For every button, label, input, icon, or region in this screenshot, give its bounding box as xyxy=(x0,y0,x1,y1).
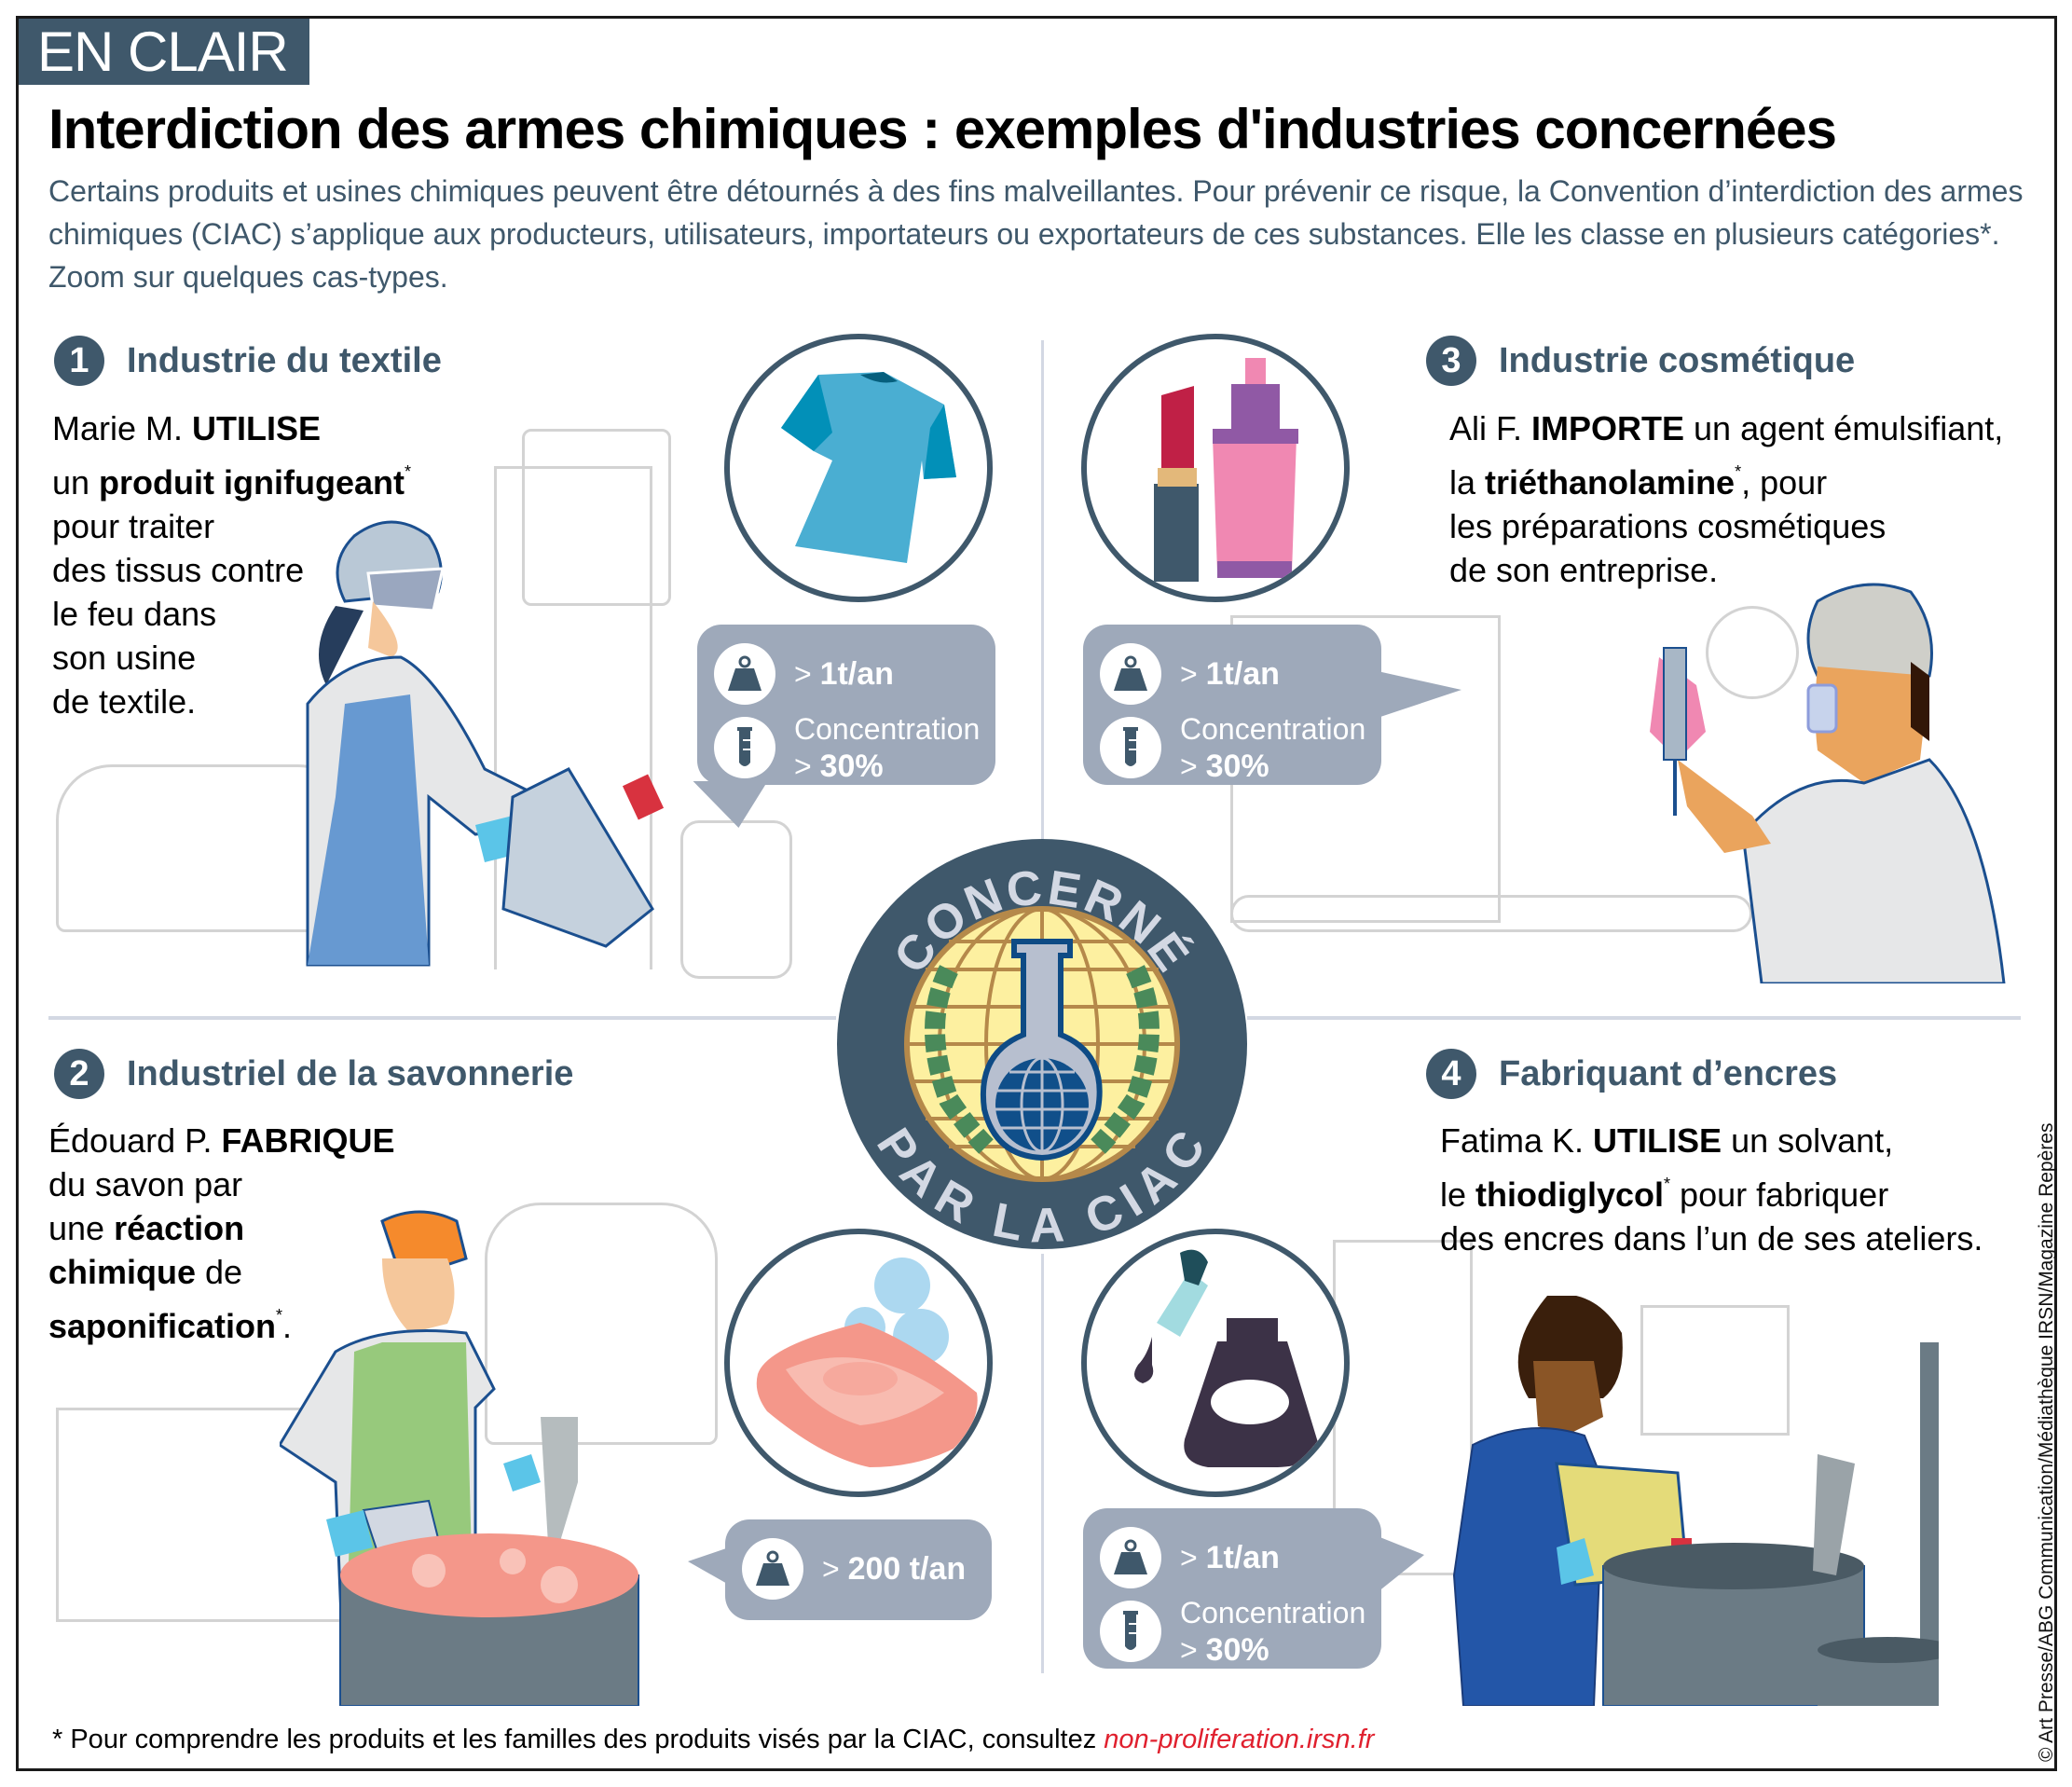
vertical-divider-bottom xyxy=(1041,1254,1044,1673)
control-panel-outline xyxy=(1640,1305,1790,1436)
page-title: Interdiction des armes chimiques : exemp… xyxy=(48,98,1837,160)
criteria-row-concentration: Concentration> 30% xyxy=(1100,1594,1365,1669)
criteria-row-weight: > 1t/an xyxy=(714,643,894,705)
bubble-tail xyxy=(1378,1536,1424,1592)
soap-worker-illustration xyxy=(277,1203,671,1711)
criteria-row-concentration: Concentration> 30% xyxy=(1100,710,1365,785)
section-4-header: 4 Fabriquant d’encres xyxy=(1426,1049,1837,1099)
spool-outline xyxy=(522,429,671,606)
section-3-number: 3 xyxy=(1426,336,1476,386)
ciac-badge: CONCERNÉ PAR LA CIAC xyxy=(837,839,1247,1253)
product-circle-cosmetics xyxy=(1081,334,1350,602)
section-2-header: 2 Industriel de la savonnerie xyxy=(54,1049,573,1099)
pressure-gauge-outline xyxy=(1706,606,1799,699)
section-1-title: Industrie du textile xyxy=(127,340,442,380)
section-4-title: Fabriquant d’encres xyxy=(1499,1053,1838,1093)
fabric-roll-outline xyxy=(680,820,792,979)
criteria-row-weight: > 1t/an xyxy=(1100,643,1280,705)
t-shirt-icon xyxy=(781,372,956,563)
footnote: * Pour comprendre les produits et les fa… xyxy=(52,1725,1374,1755)
infographic-frame xyxy=(16,16,2057,1771)
test-tube-icon xyxy=(1100,1601,1161,1662)
soap-icon xyxy=(756,1258,978,1467)
test-tube-icon xyxy=(714,717,775,778)
irsn-link[interactable]: non-proliferation.irsn.fr xyxy=(1104,1725,1375,1754)
bubble-tail xyxy=(688,1547,729,1585)
section-3-title: Industrie cosmétique xyxy=(1499,340,1856,380)
conveyor-outline xyxy=(1230,895,1752,932)
laurel-right-icon xyxy=(1091,965,1159,1154)
photo-credit: © Art Presse/ABG Communication/Médiathèq… xyxy=(2036,1122,2057,1762)
section-1-number: 1 xyxy=(54,336,104,386)
test-tube-icon xyxy=(1100,717,1161,778)
weight-icon xyxy=(1100,1527,1161,1588)
criteria-bubble-1: > 1t/an Concentration> 30% xyxy=(693,625,995,828)
horizontal-divider-left xyxy=(48,1016,836,1020)
laurel-left-icon xyxy=(925,965,994,1154)
ink-bottle-icon xyxy=(1134,1249,1320,1467)
criteria-bubble-4: > 1t/an Concentration> 30% xyxy=(1083,1508,1424,1669)
section-2-number: 2 xyxy=(54,1049,104,1099)
horizontal-divider-right xyxy=(1247,1016,2021,1020)
product-circle-ink xyxy=(1081,1229,1350,1497)
vertical-divider-top xyxy=(1041,340,1044,983)
section-tag: EN CLAIR xyxy=(19,19,309,85)
tank-outline xyxy=(485,1203,718,1445)
section-2-title: Industriel de la savonnerie xyxy=(127,1053,574,1093)
section-4-number: 4 xyxy=(1426,1049,1476,1099)
footnote-text: * Pour comprendre les produits et les fa… xyxy=(52,1725,1105,1754)
product-circle-tshirt xyxy=(724,334,993,602)
shelf-outline xyxy=(494,466,652,969)
criteria-bubble-2: > 200 t/an xyxy=(688,1519,992,1620)
criteria-row-weight: > 1t/an xyxy=(1100,1527,1280,1588)
section-1-description: Marie M. UTILISE un produit ignifugeant*… xyxy=(52,409,411,721)
lipstick-perfume-icon xyxy=(1154,358,1298,582)
intro-paragraph: Certains produits et usines chimiques pe… xyxy=(48,174,2024,294)
criteria-bubble-3: > 1t/an Concentration> 30% xyxy=(1083,625,1461,785)
textile-worker-illustration xyxy=(270,517,690,979)
weight-icon xyxy=(1100,643,1161,705)
bubble-tail xyxy=(1378,671,1461,718)
section-4-description: Fatima K. UTILISE un solvant, le thiodig… xyxy=(1440,1121,1983,1258)
section-2-description: Édouard P. FABRIQUE du savon par une réa… xyxy=(48,1121,395,1345)
criteria-row-weight: > 200 t/an xyxy=(742,1538,966,1600)
section-3-header: 3 Industrie cosmétique xyxy=(1426,336,1855,386)
cosmetics-worker-illustration xyxy=(1631,573,2041,988)
section-3-description: Ali F. IMPORTE un agent émulsifiant, la … xyxy=(1449,409,2004,589)
weight-icon xyxy=(714,643,775,705)
ink-worker-illustration xyxy=(1445,1294,1957,1711)
product-circle-soap xyxy=(724,1229,993,1497)
criteria-row-concentration: Concentration> 30% xyxy=(714,710,980,785)
section-1-header: 1 Industrie du textile xyxy=(54,336,442,386)
weight-icon xyxy=(742,1538,803,1600)
